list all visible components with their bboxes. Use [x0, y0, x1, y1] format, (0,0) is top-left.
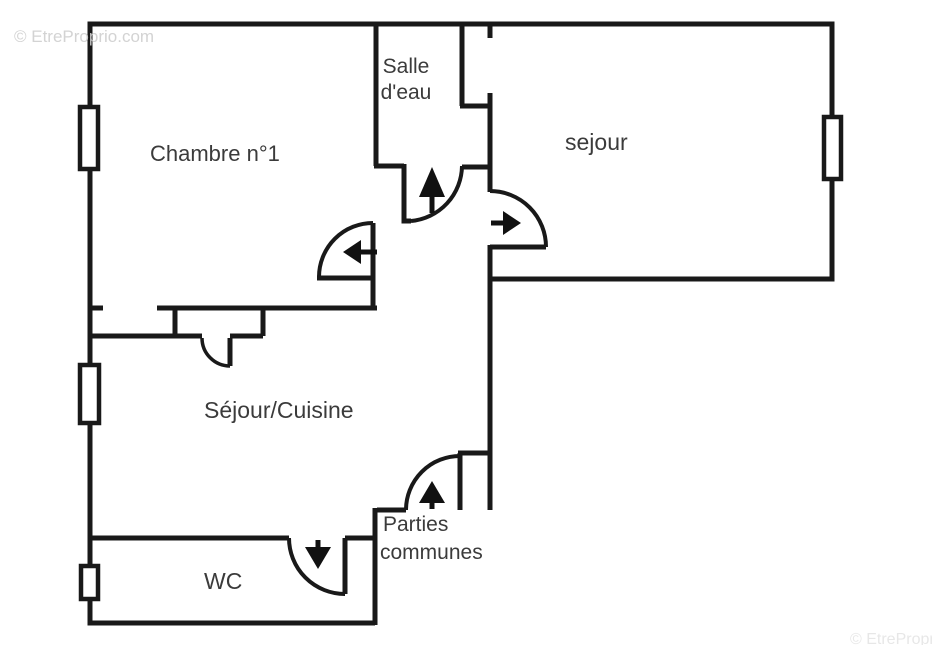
wc-door-arc	[287, 537, 346, 596]
walls	[87, 21, 835, 626]
arrow-up-icon	[419, 167, 445, 213]
window-wc-left	[78, 563, 101, 602]
windows	[77, 104, 844, 602]
watermark-text-bottom: © EtreProprio.com	[850, 631, 932, 645]
label-chambre1: Chambre n°1	[150, 141, 280, 166]
arrow-left-icon	[343, 240, 377, 264]
sejour-door-arc	[489, 189, 548, 248]
entrance-door-arc	[404, 454, 461, 511]
duct-closet-door-arc	[200, 337, 231, 368]
arrows	[305, 167, 521, 569]
label-parties-communes-line1: Parties	[383, 513, 448, 536]
salle-deau-door-leaf	[401, 164, 411, 224]
label-salle-deau-line2: d'eau	[381, 81, 432, 104]
label-sejour-cuisine: Séjour/Cuisine	[204, 397, 354, 423]
label-wc: WC	[204, 568, 242, 594]
hall-left-door-arc	[317, 221, 374, 278]
label-parties-communes-line2: communes	[380, 541, 483, 564]
labels: Chambre n°1 Salle d'eau sejour Séjour/Cu…	[150, 55, 628, 594]
arrow-down-wc-icon	[305, 540, 331, 569]
label-sejour: sejour	[565, 129, 628, 155]
window-sejour-cuisine-left	[77, 362, 102, 426]
label-salle-deau-line1: Salle	[383, 55, 430, 78]
watermark-text: © EtreProprio.com	[14, 27, 154, 46]
window-chambre-left	[77, 104, 101, 172]
salle-deau-door-arc	[410, 165, 464, 223]
window-sejour-right	[821, 114, 844, 182]
arrow-right-icon	[491, 211, 521, 235]
doors	[200, 164, 548, 596]
wall-outline-top-right	[87, 21, 835, 625]
arrow-up-entrance-icon	[419, 481, 445, 509]
